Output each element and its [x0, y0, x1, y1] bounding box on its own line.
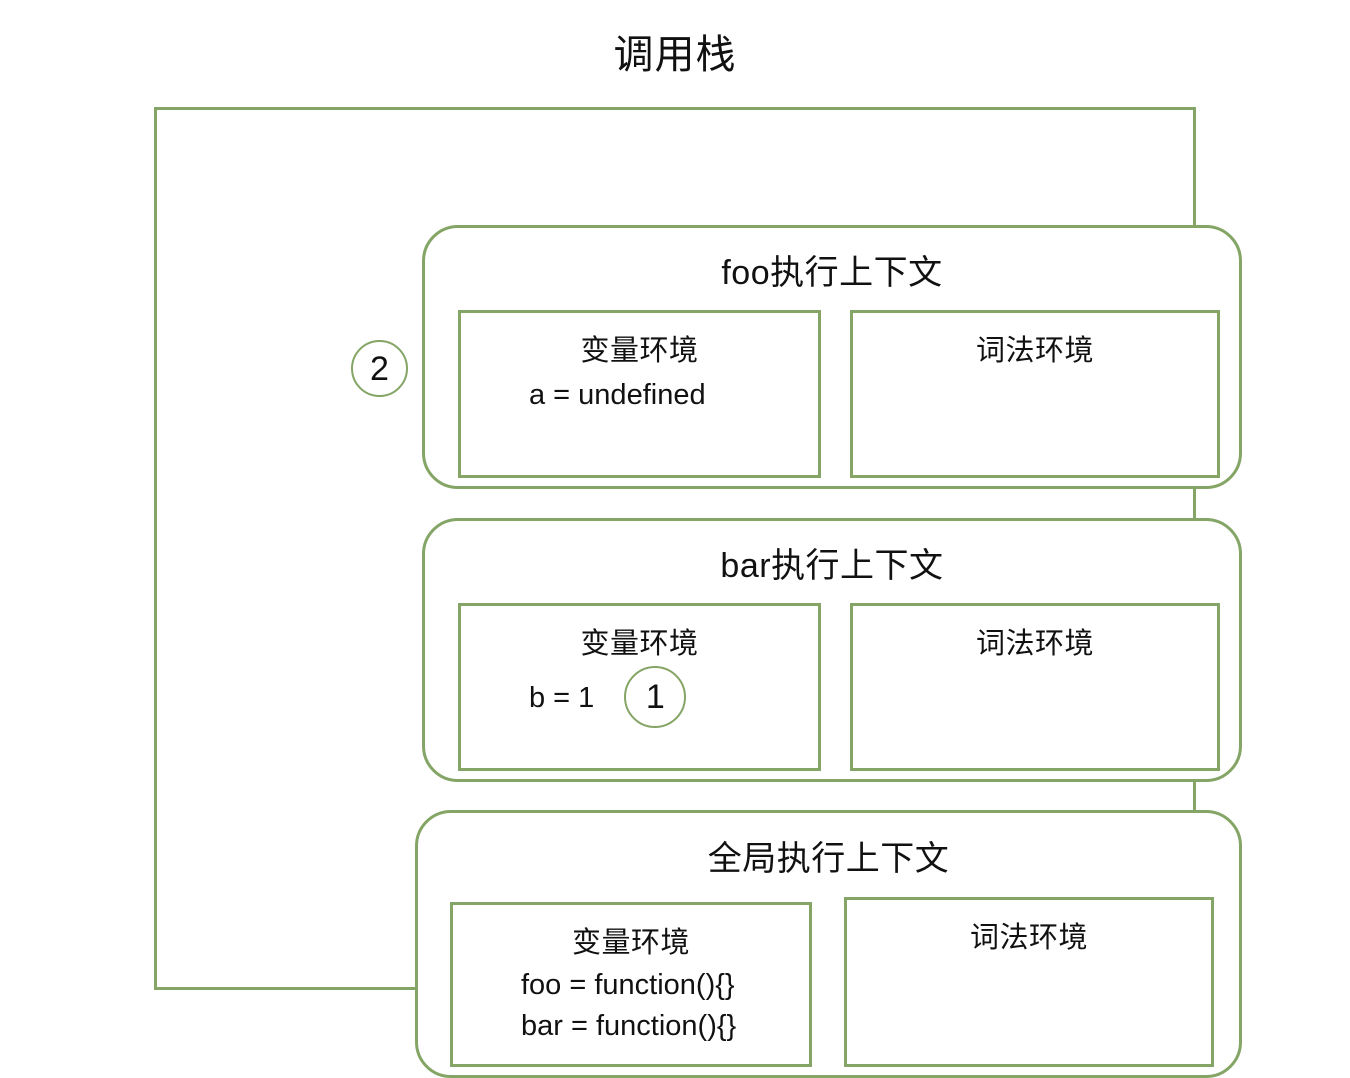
global-lexical-environment: 词法环境	[844, 897, 1214, 1067]
step-badge-1: 1	[624, 666, 687, 728]
foo-lexical-environment-title: 词法环境	[975, 335, 1094, 367]
global-variable-environment-title: 变量环境	[571, 927, 690, 959]
global-variable-environment: 变量环境 foo = function(){} bar = function()…	[450, 902, 812, 1067]
exec-context-bar-title: bar执行上下文	[720, 547, 944, 585]
variable-entry: a = undefined	[529, 379, 706, 411]
page-title: 调用栈	[613, 33, 737, 77]
exec-context-bar: bar执行上下文 变量环境 b = 1 1 词法环境	[422, 518, 1242, 782]
exec-context-foo: foo执行上下文 变量环境 a = undefined 词法环境	[422, 225, 1242, 489]
foo-variable-environment-title: 变量环境	[580, 335, 699, 367]
variable-entry: b = 1	[529, 681, 595, 714]
exec-context-foo-title: foo执行上下文	[721, 254, 943, 292]
bar-variable-entry-line: b = 1 1	[529, 666, 818, 728]
step-badge-2: 2	[351, 340, 408, 397]
global-lexical-environment-title: 词法环境	[969, 922, 1088, 954]
exec-context-foo-env-row: 变量环境 a = undefined 词法环境	[425, 228, 1239, 486]
foo-variable-environment-entries: a = undefined	[461, 375, 818, 416]
exec-context-global-env-row: 变量环境 foo = function(){} bar = function()…	[418, 813, 1239, 1075]
bar-variable-environment: 变量环境 b = 1 1	[458, 603, 821, 771]
bar-variable-environment-entries: b = 1 1	[461, 666, 818, 728]
bar-lexical-environment-title: 词法环境	[975, 628, 1094, 660]
global-variable-environment-entries: foo = function(){} bar = function(){}	[453, 965, 809, 1047]
foo-lexical-environment: 词法环境	[850, 310, 1220, 478]
call-stack-frame: 2 foo执行上下文 变量环境 a = undefined 词法环境 bar执行…	[154, 107, 1242, 1078]
bar-lexical-environment: 词法环境	[850, 603, 1220, 771]
exec-context-global-title: 全局执行上下文	[707, 840, 950, 878]
variable-entry: bar = function(){}	[521, 1010, 737, 1042]
exec-context-global: 全局执行上下文 变量环境 foo = function(){} bar = fu…	[415, 810, 1242, 1078]
exec-context-bar-env-row: 变量环境 b = 1 1 词法环境	[425, 521, 1239, 779]
foo-variable-environment: 变量环境 a = undefined	[458, 310, 821, 478]
variable-entry: foo = function(){}	[521, 969, 735, 1001]
bar-variable-environment-title: 变量环境	[580, 628, 699, 660]
